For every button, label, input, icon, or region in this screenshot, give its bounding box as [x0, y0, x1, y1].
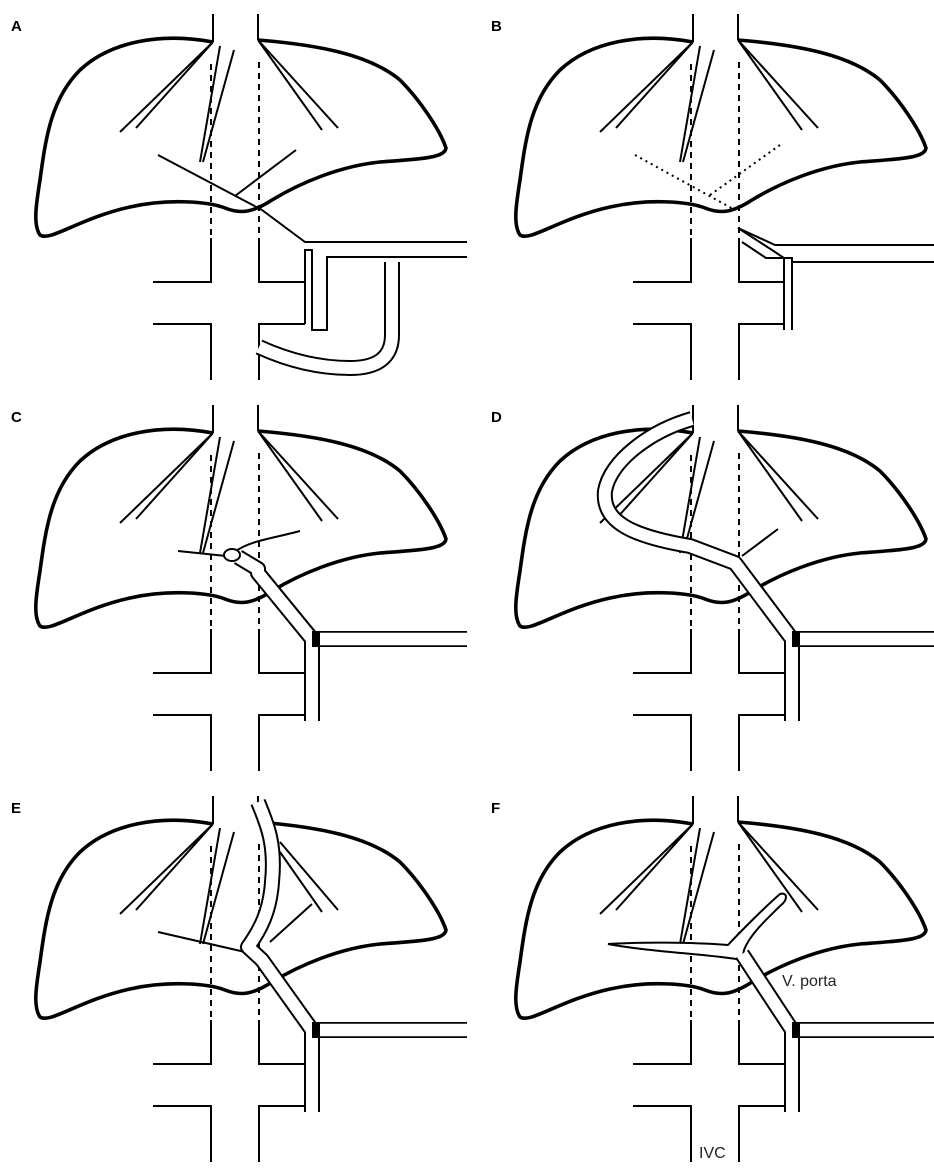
- liver-outline: [516, 38, 926, 236]
- liver-outline: [516, 429, 926, 627]
- hepatic-veins: [600, 822, 818, 944]
- portal-vein-stump: [224, 549, 240, 561]
- panel-b: B: [480, 0, 934, 391]
- panel-d: D: [480, 391, 934, 782]
- liver-outline: [36, 429, 446, 627]
- diagram-d: [480, 391, 934, 782]
- diagram-b: [480, 0, 934, 391]
- liver-outline: [516, 820, 926, 1018]
- intrahepatic-portal-branches: [608, 894, 786, 960]
- portal-vein-label: V. porta: [782, 973, 837, 990]
- hepatic-veins: [600, 40, 818, 162]
- diagram-f: V. porta IVC: [480, 782, 934, 1173]
- portal-vein: [742, 954, 934, 1112]
- portal-vein: [259, 210, 467, 368]
- diagram-e: [0, 782, 467, 1173]
- portal-vein-hilar-branches: [178, 531, 467, 721]
- liver-outline: [36, 38, 446, 236]
- diagram-c: [0, 391, 467, 782]
- panel-e: E: [0, 782, 467, 1173]
- portal-vein: [738, 228, 934, 330]
- panel-f: F V. porta IVC: [480, 782, 934, 1173]
- ivc-label: IVC: [699, 1145, 726, 1162]
- hepatic-veins: [120, 431, 338, 553]
- panel-c: C: [0, 391, 467, 782]
- hepatic-veins: [120, 40, 338, 162]
- panel-a: A: [0, 0, 467, 391]
- liver-outline: [36, 820, 446, 1018]
- portal-vein-to-hepatic-vein-shunt: [158, 802, 467, 1112]
- hepatic-veins: [120, 824, 338, 944]
- diagram-a: [0, 0, 467, 391]
